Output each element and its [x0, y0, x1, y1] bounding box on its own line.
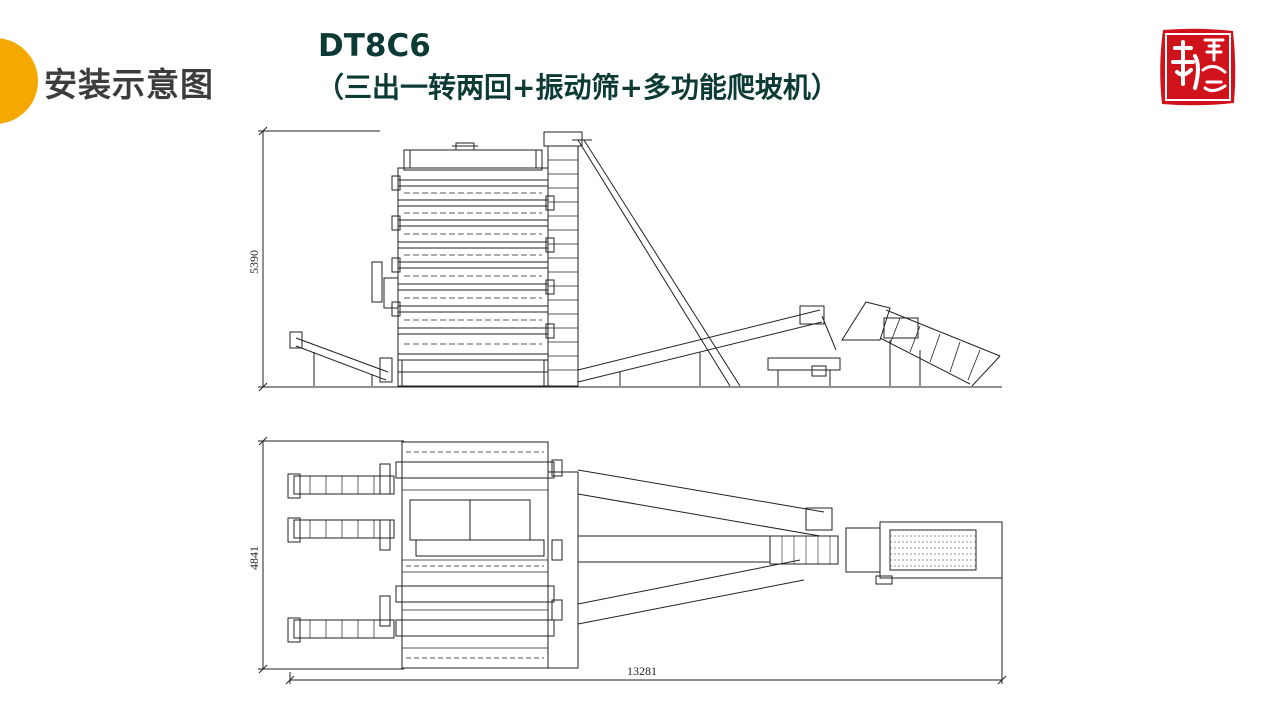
length-dimension-label: 13281: [627, 664, 657, 678]
height-dimension-label: 5390: [247, 250, 261, 274]
top-view-drawing: [258, 436, 1007, 685]
model-subtitle: （三出一转两回+振动筛+多功能爬坡机）: [316, 71, 839, 104]
brand-seal-logo: [1160, 28, 1236, 106]
width-dimension-label: 4841: [247, 546, 261, 570]
section-title: 安装示意图: [44, 65, 214, 104]
model-title: DT8C6: [318, 28, 431, 64]
side-view-drawing: [258, 126, 1002, 392]
